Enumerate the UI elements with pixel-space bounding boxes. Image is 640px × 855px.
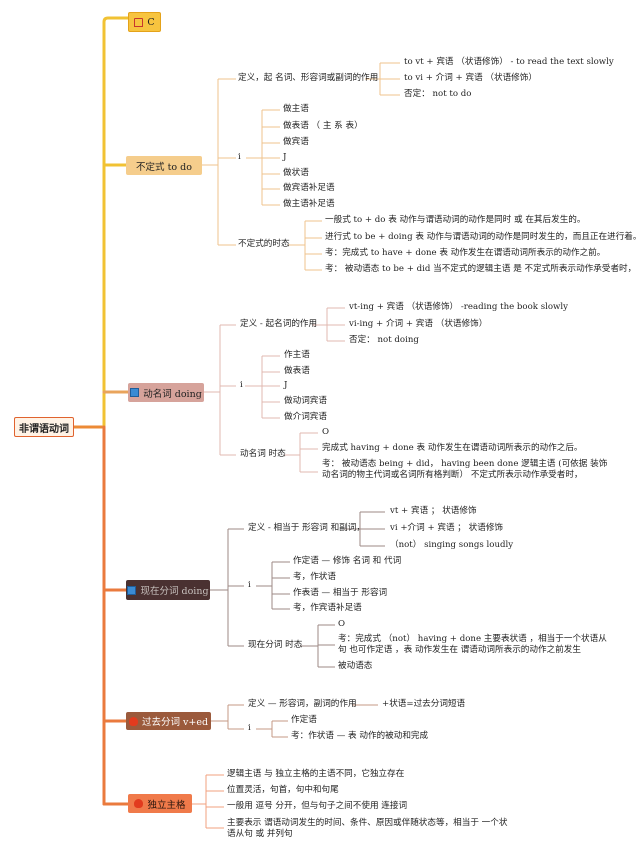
present-participle-i-item: 作表语 — 相当于 形容词 (293, 588, 388, 598)
present-participle-i: i (248, 580, 251, 590)
past-participle-definition-item: +状语=过去分词短语 (382, 699, 466, 709)
branch-infinitive[interactable]: 不定式 to do (126, 156, 202, 175)
infinitive-tense: 不定式的时态 (238, 239, 290, 249)
branch-c-label: C (147, 16, 155, 28)
infinitive-definition: 定义，起 名词、形容词或副词的作用 (238, 73, 379, 83)
infinitive-definition-item: to vi + 介词 + 宾语 （状语修饰） (404, 73, 537, 83)
absolute-item: 主要表示 谓语动词发生的时间、条件、原因或伴随状态等，相当于 一个状语从句 或 … (227, 818, 508, 839)
present-participle-tense-item: O (338, 619, 346, 629)
flame-icon (134, 799, 144, 808)
gerund-definition-item: vi-ing + 介词 + 宾语 （状语修饰） (349, 319, 488, 329)
infinitive-tense-item: 一般式 to + do 表 动作与谓语动词的动作是同时 或 在其后发生的。 (325, 215, 586, 225)
infinitive-i: i (238, 152, 241, 162)
past-participle-i-item: 作定语 (291, 715, 317, 725)
branch-present-participle-label: 现在分词 doing (140, 586, 209, 597)
infinitive-i-item: J (283, 152, 287, 162)
present-participle-definition-item: vi +介词 + 宾语 ； 状语修饰 (390, 523, 504, 533)
present-participle-definition-item: （not） singing songs loudly (390, 540, 514, 550)
infinitive-tense-item: 考：完成式 to have + done 表 动作发生在谓语动词所表示的动作之前… (325, 248, 606, 258)
present-participle-tense-item: 被动语态 (338, 661, 373, 671)
branch-gerund-label: 动名词 doing (143, 388, 202, 400)
infinitive-definition-item: to vt + 宾语 （状语修饰） - to read the text slo… (404, 57, 614, 67)
gerund-tense-item: O (322, 427, 330, 437)
past-participle-i-item: 考：作状语 — 表 动作的被动和完成 (291, 731, 429, 741)
absolute-item: 一般用 逗号 分开，但与句子之间不使用 连接词 (227, 801, 408, 811)
gerund-i-item: 做动词宾语 (284, 396, 327, 406)
gerund-i: i (240, 380, 243, 390)
infinitive-definition-item: 否定： not to do (404, 89, 472, 99)
present-participle-i-item: 考，作状语 (293, 572, 336, 582)
branch-present-participle[interactable]: 现在分词 doing (126, 580, 210, 600)
infinitive-i-item: 做主语补足语 (283, 199, 335, 209)
branch-infinitive-label: 不定式 to do (136, 161, 192, 173)
square-icon (130, 388, 140, 397)
gerund-i-item: 做介词宾语 (284, 412, 327, 422)
gerund-tense: 动名词 时态 (240, 449, 286, 459)
gerund-tense-item: 完成式 having + done 表 动作发生在谓语动词所表示的动作之后。 (322, 443, 583, 453)
gerund-definition: 定义 - 起名词的作用 (240, 319, 318, 329)
past-participle-definition: 定义 — 形容词，副词的作用 (248, 699, 357, 709)
gerund-definition-item: 否定： not doing (349, 335, 419, 345)
branch-past-participle[interactable]: 过去分词 v+ed (126, 712, 211, 730)
infinitive-i-item: 做表语 （ 主 系 表） (283, 121, 363, 131)
root-label: 非谓语动词 (19, 423, 69, 435)
absolute-item: 位置灵活，句首，句中和句尾 (227, 785, 339, 795)
present-participle-i-item: 作定语 — 修饰 名词 和 代词 (293, 556, 402, 566)
branch-absolute-label: 独立主格 (147, 799, 186, 811)
root-node[interactable]: 非谓语动词 (14, 417, 74, 437)
gerund-i-item: J (284, 380, 288, 390)
past-participle-i: i (248, 723, 251, 733)
present-participle-definition-item: vt + 宾语 ； 状语修饰 (390, 506, 477, 516)
branch-gerund[interactable]: 动名词 doing (128, 383, 204, 402)
square-icon (127, 585, 137, 595)
gerund-i-item: 做表语 (284, 366, 310, 376)
infinitive-i-item: 做宾语 (283, 137, 309, 147)
infinitive-i-item: 做宾语补足语 (283, 183, 335, 193)
infinitive-i-item: 做状语 (283, 168, 309, 178)
absolute-item: 逻辑主语 与 独立主格的主语不同，它独立存在 (227, 769, 405, 779)
present-participle-tense-item: 考：完成式 （not） having + done 主要表状语 ，相当于一个状语… (338, 634, 607, 655)
gerund-i-item: 作主语 (284, 350, 310, 360)
branch-c[interactable]: C (128, 12, 161, 32)
home-icon (134, 17, 144, 27)
infinitive-i-item: 做主语 (283, 104, 309, 114)
gerund-definition-item: vt-ing + 宾语 （状语修饰） -reading the book slo… (349, 302, 568, 312)
present-participle-i-item: 考，作宾语补足语 (293, 603, 362, 613)
gerund-tense-item: 考： 被动语态 being + did， having been done 逻辑… (322, 459, 608, 480)
flame-icon (128, 716, 138, 726)
branch-absolute[interactable]: 独立主格 (128, 794, 192, 813)
present-participle-definition: 定义 - 相当于 形容词 和副词， (248, 523, 365, 533)
branch-past-participle-label: 过去分词 v+ed (141, 717, 209, 728)
infinitive-tense-item: 考： 被动语态 to be + did 当不定式的逻辑主语 是 不定式所表示动作… (325, 264, 637, 274)
infinitive-tense-item: 进行式 to be + doing 表 动作与谓语动词的动作是同时发生的，而且正… (325, 232, 640, 242)
present-participle-tense: 现在分词 时态 (248, 640, 303, 650)
